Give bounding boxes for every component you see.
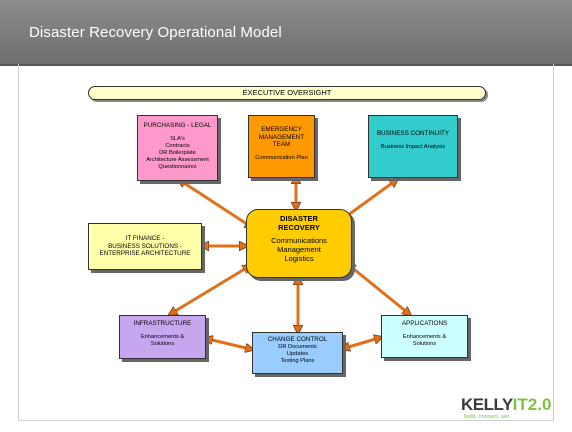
continuity-item: Business Impact Analysis xyxy=(380,143,446,150)
arrow-applications-dr xyxy=(350,266,408,313)
applications-title: APPLICATIONS xyxy=(401,320,448,327)
slide-title: Disaster Recovery Operational Model xyxy=(29,24,282,41)
applications-box: APPLICATIONS Enhancements & Solutions xyxy=(381,315,468,358)
change-item: Testing Plans xyxy=(280,357,315,364)
logo-word: KELLY xyxy=(461,395,513,414)
continuity-title: BUSINESS CONTINUITY xyxy=(376,130,450,137)
purchasing-item: Architecture Assessment xyxy=(146,156,209,163)
right-border-line xyxy=(553,64,554,420)
dr-item: Logistics xyxy=(284,254,314,263)
bottom-border-line xyxy=(18,420,554,421)
infrastructure-title: INFRASTRUCTURE xyxy=(133,320,192,327)
infrastructure-item: Enhancements & xyxy=(140,333,185,340)
applications-item: Solutions xyxy=(412,340,437,347)
change-item: DR Documents xyxy=(278,343,317,350)
logo-mark: IT2.0 xyxy=(512,395,552,414)
disaster-recovery-hub: DISASTER RECOVERY Communications Managem… xyxy=(246,209,352,278)
it-finance-box: IT FINANCE - BUSINESS SOLUTIONS - ENTERP… xyxy=(88,223,202,270)
arrow-infrastructure-change xyxy=(208,339,250,349)
emergency-title-line1: EMERGENCY xyxy=(261,126,302,133)
itfinance-line1: IT FINANCE - xyxy=(125,235,165,243)
change-title: CHANGE CONTROL xyxy=(267,336,328,343)
dr-item: Management xyxy=(277,245,321,254)
emergency-title-line2: MANAGEMENT TEAM xyxy=(258,133,305,149)
title-bar: Disaster Recovery Operational Model xyxy=(0,0,572,64)
change-item: Updates xyxy=(286,350,309,357)
kelly-logo: KELLYIT2.0 xyxy=(461,395,551,415)
emergency-management-box: EMERGENCY MANAGEMENT TEAM Communication … xyxy=(248,115,315,178)
dr-title-line2: RECOVERY xyxy=(278,223,320,232)
purchasing-item: Contracts xyxy=(165,142,190,149)
purchasing-item: Questionnaires xyxy=(158,163,197,170)
arrow-infrastructure-dr xyxy=(172,267,248,313)
itfinance-line3: ENTERPRISE ARCHITECTURE xyxy=(99,250,191,258)
logo-tagline: build. connect. win. xyxy=(464,414,511,420)
change-control-box: CHANGE CONTROL DR Documents Updates Test… xyxy=(252,332,343,374)
arrow-continuity-dr xyxy=(344,181,395,218)
emergency-item: Communication Plan xyxy=(255,154,308,161)
applications-item: Enhancements & xyxy=(402,333,447,340)
infrastructure-item: Solutions xyxy=(150,340,175,347)
dr-item: Communications xyxy=(271,236,327,245)
purchasing-title: PURCHASING - LEGAL xyxy=(143,122,212,129)
title-divider xyxy=(0,64,572,66)
purchasing-legal-box: PURCHASING - LEGAL SLA's Contracts DR Bo… xyxy=(137,115,218,181)
infrastructure-box: INFRASTRUCTURE Enhancements & Solutions xyxy=(119,315,206,359)
arrow-purchasing-dr xyxy=(181,181,250,226)
arrow-applications-change xyxy=(345,338,379,348)
purchasing-item: SLA's xyxy=(170,135,185,142)
left-border-line xyxy=(18,64,19,420)
business-continuity-box: BUSINESS CONTINUITY Business Impact Anal… xyxy=(368,115,458,178)
dr-title-line1: DISASTER xyxy=(280,214,318,223)
purchasing-item: DR Boilerplate xyxy=(159,149,196,156)
itfinance-line2: BUSINESS SOLUTIONS - xyxy=(108,242,182,250)
executive-oversight-bar: EXECUTIVE OVERSIGHT xyxy=(88,86,486,100)
